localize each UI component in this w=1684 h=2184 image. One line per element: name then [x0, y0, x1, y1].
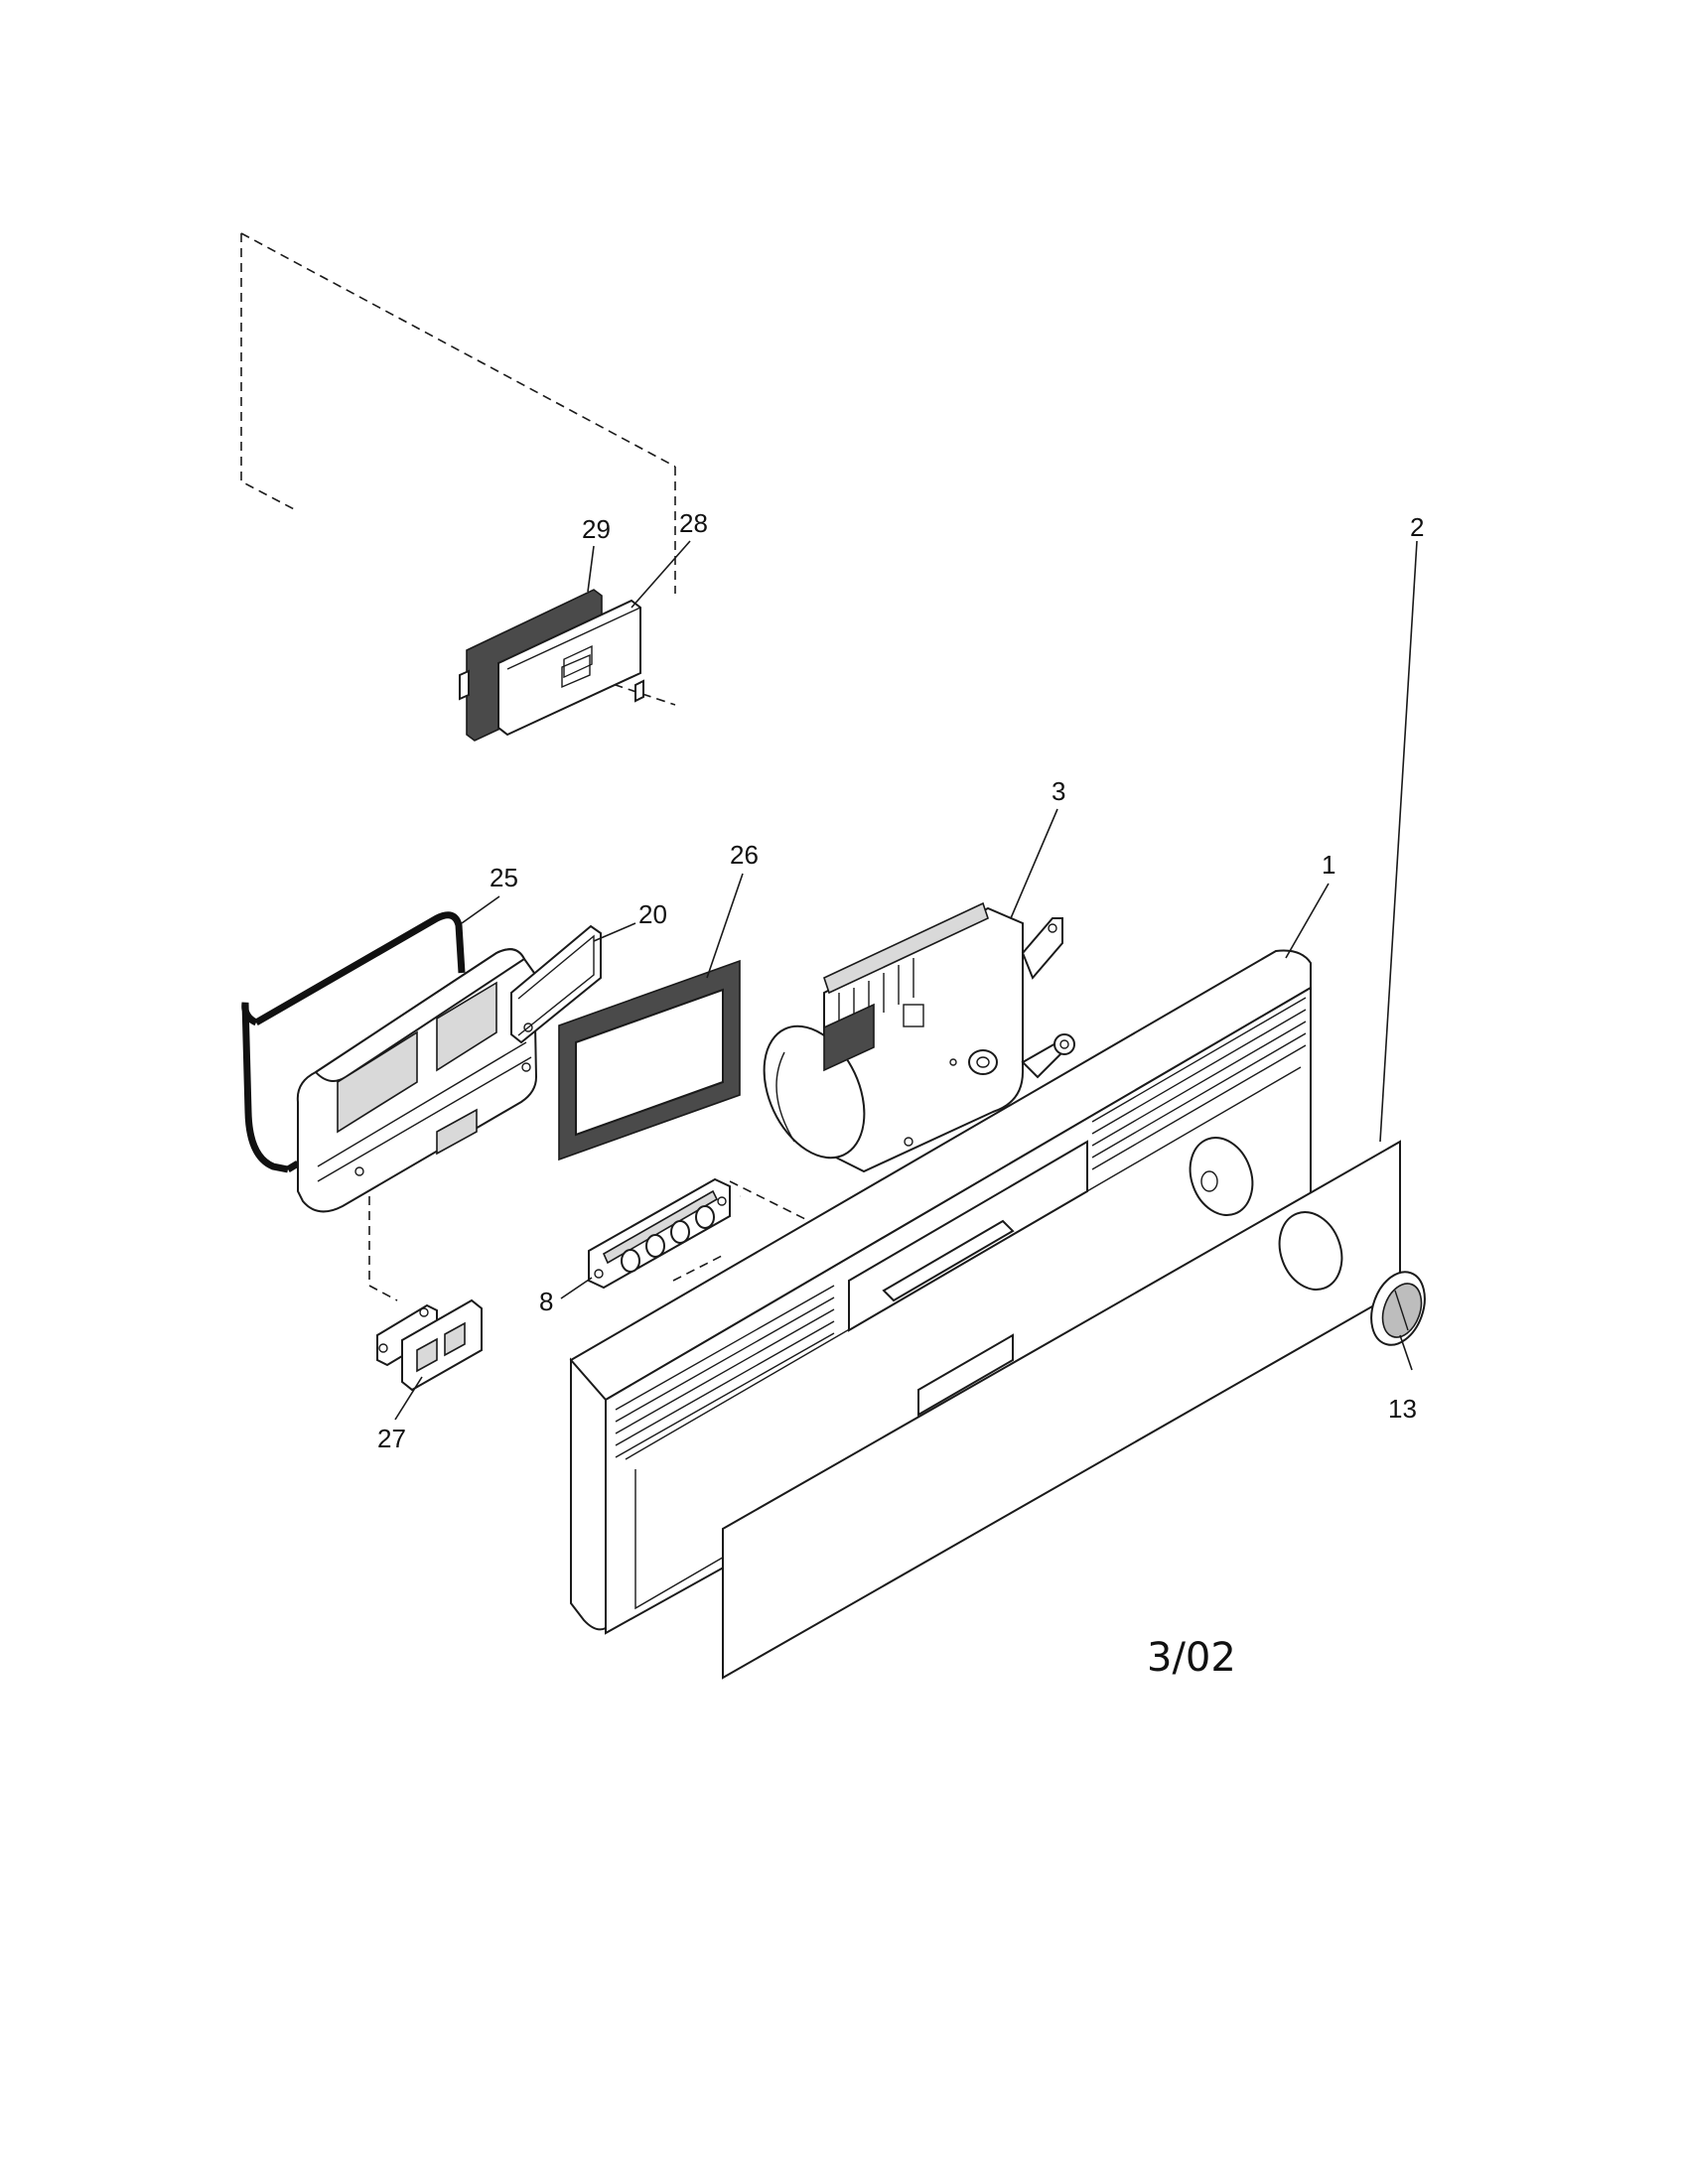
part-28-lens-cover — [497, 599, 644, 737]
label-part-26: 26 — [730, 840, 759, 870]
part-20-dispenser-housing — [296, 924, 602, 1213]
label-part-8: 8 — [539, 1287, 553, 1316]
label-part-27: 27 — [377, 1424, 406, 1453]
part-13-knob — [1370, 1271, 1426, 1346]
part-25-seal-ring — [241, 911, 466, 1173]
part-8-switch-block — [588, 1177, 731, 1290]
label-part-1: 1 — [1322, 850, 1335, 880]
part-1-console-panel — [569, 949, 1312, 1635]
label-part-25: 25 — [490, 863, 518, 892]
label-part-29: 29 — [582, 514, 611, 544]
label-part-28: 28 — [679, 508, 708, 538]
label-part-2: 2 — [1410, 512, 1424, 542]
leader-lines — [394, 540, 1418, 1421]
part-3-timer — [763, 901, 1075, 1173]
part-number-labels: 29 28 3 1 2 26 25 20 8 27 13 — [377, 508, 1424, 1453]
part-26-gasket-frame — [558, 959, 741, 1161]
label-part-13: 13 — [1388, 1394, 1417, 1424]
label-part-20: 20 — [638, 899, 667, 929]
label-part-3: 3 — [1052, 776, 1065, 806]
part-27-switch — [376, 1298, 483, 1392]
date-stamp: 3/02 — [1147, 1635, 1236, 1681]
